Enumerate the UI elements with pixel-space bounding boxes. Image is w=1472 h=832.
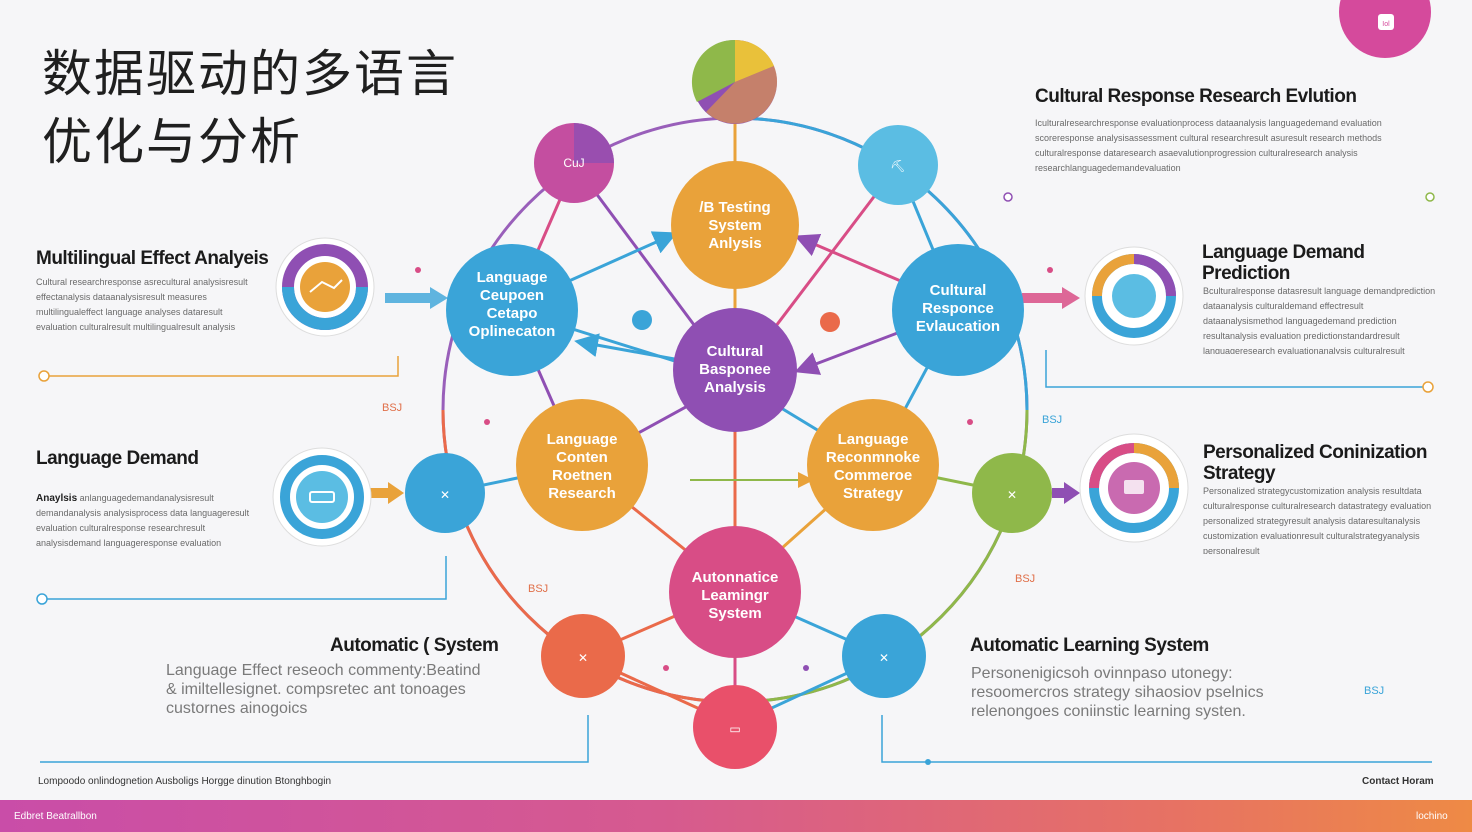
node-label-line: Language xyxy=(547,431,618,448)
node-label-line: Evlaucation xyxy=(916,318,1000,335)
node-label-line: Reconmnoke xyxy=(826,449,920,466)
donut-demand-prediction xyxy=(1084,246,1184,346)
automatic-system-body: Language Effect reseoch commenty:Beatind… xyxy=(166,662,481,717)
footer-left-text: Lompoodo onlindognetion Ausboligs Horgge… xyxy=(38,776,332,787)
language-demand-body: Anaylsis anlanguagedemandanalysisresult … xyxy=(36,491,261,549)
small-node-br-icon: ✕ xyxy=(879,651,889,665)
small-node-tl-icon: CuJ xyxy=(563,156,584,170)
language-demand-text: anlanguagedemandanalysisresult demandana… xyxy=(36,493,250,548)
bottom-bar-right: lochino xyxy=(1416,811,1448,822)
automatic-system-heading: Automatic ( System xyxy=(330,635,499,656)
node-label-line: Language xyxy=(477,269,548,286)
node-label-line: System xyxy=(708,605,761,622)
small-node-br: ✕ xyxy=(842,614,926,698)
small-node-bl-icon: ✕ xyxy=(578,651,588,665)
small-node-tr-icon: ⛏ xyxy=(890,159,905,173)
node-label-line: Responce xyxy=(922,300,994,317)
scatter-dots xyxy=(415,267,1053,671)
side-arrows xyxy=(370,287,1080,504)
small-node-ml-icon: ✕ xyxy=(440,488,450,502)
small-node-mr: ✕ xyxy=(972,453,1052,533)
small-node-bottom-icon: ▭ xyxy=(729,722,740,736)
small-node-tr: ⛏ xyxy=(858,125,938,205)
node-label-line: Ceupoen xyxy=(480,287,544,304)
timeline-lines xyxy=(36,192,1435,765)
node-label-line: Leamingr xyxy=(701,587,769,604)
node-label-line: Cultural xyxy=(930,282,987,299)
mark-2: BSJ xyxy=(1042,414,1063,426)
small-node-mr-icon: ✕ xyxy=(1007,488,1017,502)
donut-personalized xyxy=(1079,433,1189,543)
cultural-research-heading: Cultural Response Research Evlution xyxy=(1035,86,1357,107)
donut-language-demand xyxy=(272,447,372,547)
language-demand-heading: Language Demand xyxy=(36,448,199,469)
personalized-heading: Personalized Coninization Strategy xyxy=(1203,442,1427,484)
multilingual-heading: Multilingual Effect Analyeis xyxy=(36,248,269,269)
auto-learning-heading: Automatic Learning System xyxy=(970,635,1209,656)
demand-prediction-heading: Language Demand Prediction xyxy=(1202,242,1365,284)
node-label-line: System xyxy=(708,217,761,234)
small-node-bl: ✕ xyxy=(541,614,625,698)
small-node-tl: CuJ xyxy=(534,123,614,203)
footer-right-text: Contact Horam xyxy=(1362,776,1434,787)
multilingual-body: Cultural researchresponse asrecultural a… xyxy=(36,277,248,332)
node-label-line: Cultural xyxy=(707,343,764,360)
page-title: 数据驱动的多语言 优化与分析 xyxy=(42,45,458,171)
mark-4: BSJ xyxy=(1015,573,1036,585)
chart-line-icon xyxy=(309,279,343,293)
small-node-ml: ✕ xyxy=(405,453,485,533)
language-demand-label: Anaylsis xyxy=(36,493,78,504)
mark-1: BSJ xyxy=(382,402,403,414)
node-label-line: Conten xyxy=(556,449,608,466)
node-label-line: /B Testing xyxy=(699,199,770,216)
node-label-line: Commeroe xyxy=(834,467,912,484)
node-label-line: Autonnatice xyxy=(692,569,779,586)
bottom-bar-left: Edbret Beatrallbon xyxy=(14,811,97,822)
auto-learning-body: Personenigicsoh ovinnpaso utonegy: resoo… xyxy=(971,665,1264,720)
top-badge: Iol xyxy=(1339,0,1431,58)
badge-icon xyxy=(1124,480,1144,494)
node-label-line: Oplinecaton xyxy=(469,323,556,340)
node-label-line: Cetapo xyxy=(487,305,538,322)
node-label-line: Roetnen xyxy=(552,467,612,484)
node-label-line: Research xyxy=(548,485,616,502)
top-badge-label: Iol xyxy=(1382,21,1390,28)
card-icon xyxy=(309,491,335,503)
bottom-gradient-bar xyxy=(0,800,1472,832)
mark-5: BSJ xyxy=(1364,685,1385,697)
demand-prediction-body: Bculturalresponse datasresult language d… xyxy=(1203,286,1436,354)
mark-3: BSJ xyxy=(528,583,549,595)
node-label-line: Analysis xyxy=(704,379,766,396)
node-label-line: Anlysis xyxy=(708,235,761,252)
node-label-line: Language xyxy=(838,431,909,448)
node-label-line: Strategy xyxy=(843,485,904,502)
cultural-research-body: Iculturalresearchresponse evaluationproc… xyxy=(1035,118,1382,173)
top-pie-node xyxy=(691,39,778,124)
donut-multilingual xyxy=(275,237,375,337)
small-node-bottom: ▭ xyxy=(693,685,777,769)
node-label-line: Basponee xyxy=(699,361,771,378)
personalized-body: Personalized strategycustomization analy… xyxy=(1203,486,1432,554)
